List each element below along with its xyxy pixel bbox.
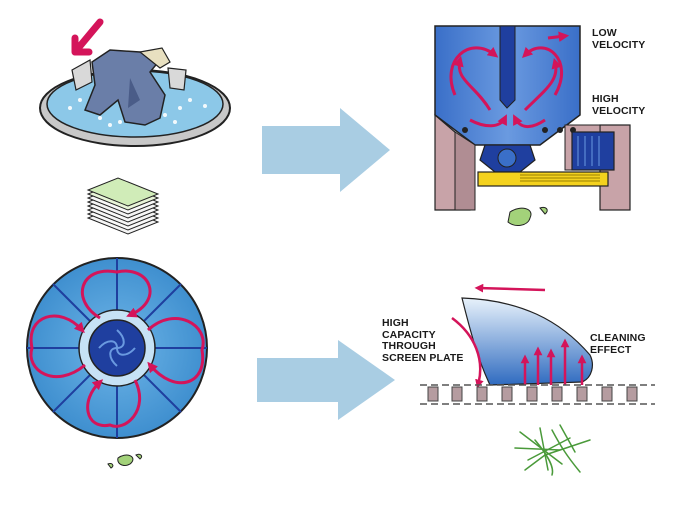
- fiber-bundle-icon: [514, 424, 591, 476]
- process-arrow-top: [262, 108, 390, 192]
- high-velocity-label: HIGH VELOCITY: [592, 93, 646, 117]
- paper-stack-icon: [86, 177, 160, 235]
- rotor-screen-icon: [26, 257, 208, 469]
- low-velocity-label: LOW VELOCITY: [592, 27, 646, 51]
- process-arrow-bottom: [257, 340, 395, 420]
- cleaning-effect-label: CLEANING EFFECT: [590, 332, 646, 356]
- high-capacity-label: HIGH CAPACITY THROUGH SCREEN PLATE: [382, 317, 464, 364]
- pulper-icon: [39, 18, 231, 147]
- screen-foil-icon: [420, 283, 655, 405]
- pulper-cross-section-icon: [434, 25, 631, 226]
